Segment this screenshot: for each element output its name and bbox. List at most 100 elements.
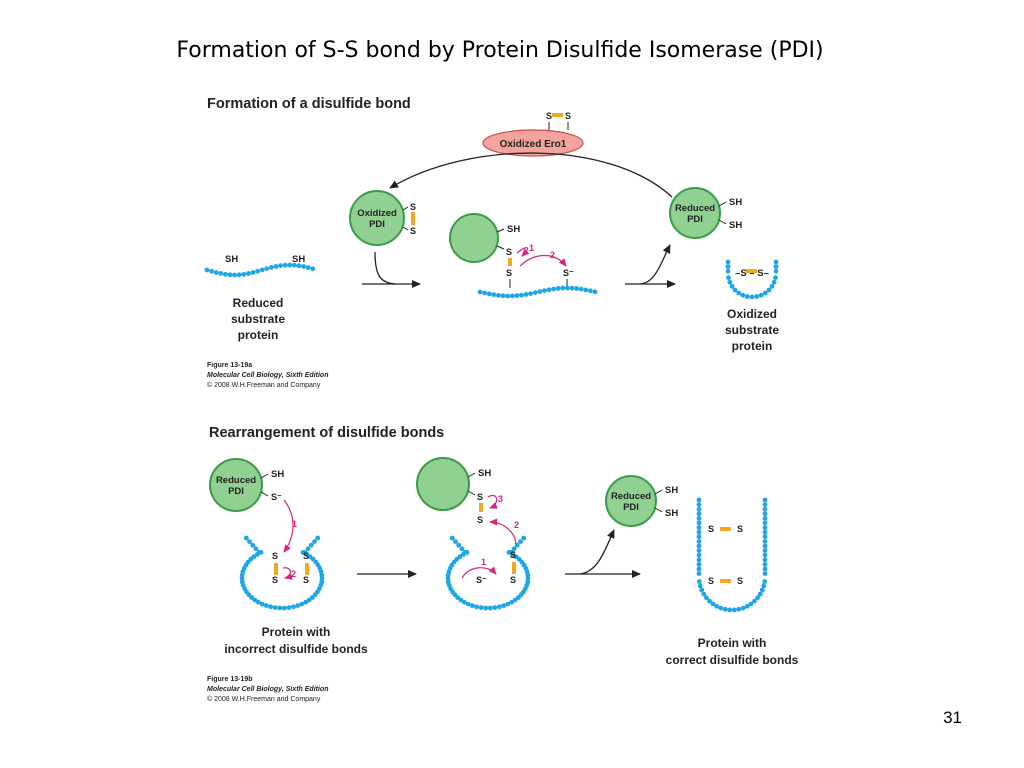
chain-bead	[496, 293, 501, 298]
chain-bead	[223, 271, 228, 277]
pdi-exit-curve	[639, 244, 671, 285]
chain-bead	[697, 583, 703, 589]
chain-bead	[287, 262, 293, 268]
chain-bead	[269, 265, 274, 270]
chain-bead	[521, 535, 527, 541]
b2-sh: SH	[478, 468, 491, 479]
oxidized-pdi-s-top: S	[410, 202, 416, 212]
b-step1-group: Reduced PDI SH S⁻ 1 S S S S 2 Protein wi…	[209, 458, 368, 656]
oxidized-pdi-group: Oxidized PDI S S	[349, 190, 416, 246]
chain-bead	[482, 290, 487, 296]
chain-bead	[773, 259, 779, 265]
chain-bead	[749, 294, 755, 300]
chain-bead	[707, 598, 712, 604]
chain-bead	[696, 525, 702, 530]
b-step2-group: SH S S 3 2 S S S⁻ 1	[416, 457, 531, 611]
incorrect-protein-chain	[239, 535, 325, 611]
chain-bead	[487, 605, 493, 611]
chain-bead	[251, 554, 257, 560]
chain-bead	[453, 539, 458, 544]
b2-s-top: S	[477, 492, 483, 502]
chain-bead	[449, 535, 455, 541]
chain-bead	[546, 287, 552, 293]
chain-bead	[762, 511, 768, 517]
b1-s-4: S	[303, 575, 309, 585]
chain-bead	[291, 604, 296, 610]
chain-bead	[302, 550, 308, 555]
chain-bead	[264, 266, 270, 271]
chain-bead	[259, 267, 265, 273]
chain-bead	[762, 571, 768, 576]
chain-bead	[491, 292, 497, 298]
intermediate-s-upper: S	[506, 247, 512, 257]
intermediate-sh: SH	[507, 224, 520, 235]
chain-bead	[319, 572, 325, 578]
chain-bead	[725, 259, 731, 265]
chain-bead	[296, 263, 302, 269]
ero1-group: S S Oxidized Ero1	[482, 111, 584, 157]
chain-bead	[232, 272, 238, 278]
chain-bead	[511, 546, 517, 552]
chain-bead	[278, 263, 283, 268]
reduced-substrate-line3: protein	[238, 328, 279, 342]
chain-bead	[754, 294, 760, 299]
reduced-pdi-a-line1: Reduced	[675, 203, 715, 214]
b2-step1-number: 1	[481, 557, 486, 567]
chain-bead	[762, 548, 768, 553]
chain-bead	[773, 268, 779, 274]
chain-bead	[762, 506, 768, 512]
chain-bead	[528, 291, 533, 296]
oxidized-substrate-line1: Oxidized	[727, 307, 777, 321]
chain-bead	[714, 603, 720, 609]
chain-bead	[696, 571, 702, 576]
ero1-s-right: S	[565, 111, 571, 121]
b3-s-3: S	[708, 576, 714, 586]
chain-bead	[762, 534, 768, 540]
chain-bead	[308, 542, 314, 548]
b1-s-3: S	[303, 551, 309, 561]
chain-bead	[505, 601, 511, 607]
chain-bead	[744, 603, 750, 609]
caption-a-copyright: © 2008 W.H.Freeman and Company	[207, 381, 321, 389]
chain-bead	[508, 550, 514, 555]
b1-step2-number: 2	[291, 569, 296, 579]
chain-bead	[305, 546, 311, 552]
reduced-substrate-chain	[204, 262, 316, 278]
chain-bead	[512, 597, 518, 603]
intermediate-bond	[508, 258, 512, 266]
chain-bead	[696, 511, 702, 517]
oxidized-substrate-chain	[725, 259, 779, 300]
correct-line2: correct disulfide bonds	[666, 653, 799, 667]
chain-bead	[725, 268, 731, 274]
chain-bead	[740, 605, 746, 611]
chain-bead	[762, 566, 768, 572]
chain-bead	[286, 605, 292, 610]
chain-bead	[696, 539, 702, 544]
chain-bead	[310, 266, 316, 272]
chain-bead	[532, 290, 538, 295]
chain-bead	[762, 290, 768, 296]
chain-bead	[525, 572, 531, 578]
chain-bead	[445, 576, 451, 581]
chain-bead	[477, 289, 483, 295]
chain-bead	[732, 287, 738, 293]
chain-bead	[213, 270, 219, 275]
chain-bead	[761, 583, 767, 589]
chain-bead	[736, 606, 742, 612]
chain-bead	[253, 546, 259, 552]
chain-bead	[239, 576, 245, 581]
step2-number: 2	[550, 250, 555, 260]
chain-bead	[726, 275, 731, 281]
step2-arrow	[519, 254, 567, 267]
reduced-pdi-b1	[209, 458, 263, 512]
chain-bead	[731, 607, 737, 613]
incorrect-line2: incorrect disulfide bonds	[224, 642, 368, 656]
chain-bead	[696, 557, 702, 563]
chain-bead	[696, 552, 702, 558]
chain-bead	[762, 520, 768, 526]
chain-bead	[740, 292, 746, 298]
chain-bead	[295, 603, 301, 608]
b1-step1-arrow	[283, 499, 294, 553]
chain-bead	[718, 605, 724, 611]
